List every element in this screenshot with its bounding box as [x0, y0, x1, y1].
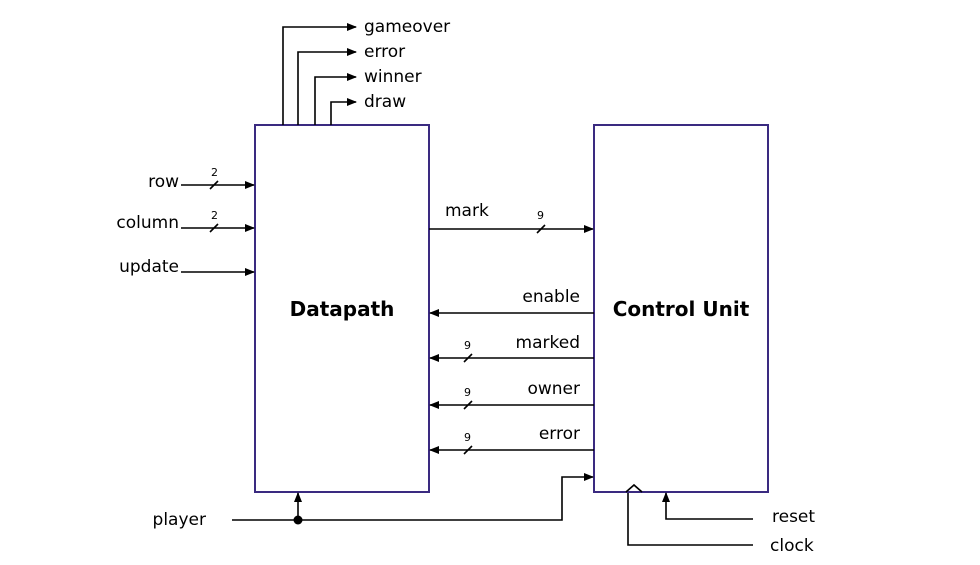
error-in-width: 9 [464, 431, 471, 444]
row-bus-slash [209, 180, 219, 190]
marked-bus-slash [463, 353, 473, 363]
control-unit-label: Control Unit [613, 297, 750, 321]
draw-wire [330, 98, 357, 125]
mark-label: mark [445, 201, 489, 221]
player-label: player [153, 510, 206, 530]
winner-wire [314, 73, 357, 125]
reset-wire [662, 492, 753, 520]
clock-label: clock [770, 536, 814, 556]
column-bus-slash [209, 223, 219, 233]
mark-bus-slash [536, 224, 546, 234]
column-width: 2 [211, 209, 218, 222]
update-label: update [119, 257, 179, 277]
clock-wire [627, 493, 753, 546]
gameover-label: gameover [364, 17, 450, 37]
winner-label: winner [364, 67, 422, 87]
error-out-label: error [364, 42, 405, 62]
error-in-label: error [539, 424, 580, 444]
gameover-wire [282, 23, 357, 125]
owner-label: owner [527, 379, 580, 399]
column-label: column [116, 213, 179, 233]
clock-edge-marker [625, 483, 643, 493]
error-out-wire [297, 48, 357, 125]
owner-bus-slash [463, 400, 473, 410]
owner-width: 9 [464, 386, 471, 399]
mark-width: 9 [537, 209, 544, 222]
enable-label: enable [522, 287, 580, 307]
row-width: 2 [211, 166, 218, 179]
reset-label: reset [772, 507, 815, 527]
row-label: row [148, 172, 179, 192]
control-unit-block [593, 124, 769, 493]
error-in-bus-slash [463, 445, 473, 455]
junction-dot [293, 515, 303, 525]
marked-width: 9 [464, 339, 471, 352]
datapath-label: Datapath [290, 297, 395, 321]
marked-label: marked [516, 333, 580, 353]
datapath-block [254, 124, 430, 493]
player-wire [232, 473, 594, 521]
draw-label: draw [364, 92, 406, 112]
